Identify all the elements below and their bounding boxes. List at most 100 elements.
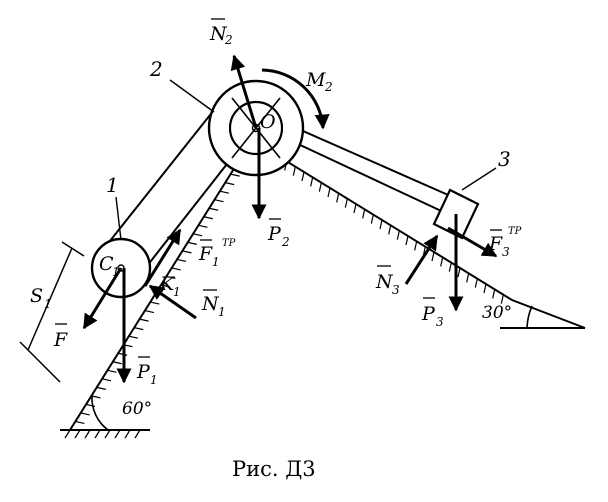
hatch-tick	[80, 412, 90, 416]
svg-text:1: 1	[150, 373, 158, 387]
angle-arc-30	[526, 305, 533, 329]
hatch-tick	[457, 267, 461, 278]
hatch-tick	[104, 429, 111, 439]
hatch-tick	[414, 241, 418, 251]
hatch-tick	[203, 216, 213, 220]
hatch-tick	[171, 267, 181, 271]
hatch-tick	[75, 420, 85, 425]
svg-text:M: M	[305, 69, 326, 91]
hatch-tick	[344, 198, 348, 208]
hatch-tick	[370, 214, 374, 224]
hatch-tick	[84, 429, 91, 439]
hatch-tick	[440, 257, 444, 267]
svg-text:F: F	[198, 243, 213, 265]
n2-vector	[230, 54, 258, 129]
hatch-tick	[96, 386, 106, 390]
hatch-tick	[301, 171, 305, 182]
svg-text:3: 3	[392, 283, 400, 297]
label-n2: N 2	[209, 18, 233, 47]
svg-text:2: 2	[224, 33, 233, 47]
s1-dimension	[19, 241, 85, 383]
label-f: F	[53, 323, 68, 351]
hatch-tick	[230, 173, 240, 177]
hatch-tick	[64, 429, 71, 439]
m2-arc	[261, 68, 330, 130]
label-f3tp: F 3 ТР	[488, 226, 522, 259]
hatch-tick	[209, 207, 219, 211]
point-k1-label: K	[159, 273, 176, 295]
svg-text:3: 3	[436, 315, 444, 329]
angle-30-label: 30°	[482, 303, 512, 323]
svg-text:P: P	[421, 303, 436, 325]
svg-text:P: P	[267, 223, 282, 245]
force-vectors	[82, 54, 498, 384]
hatch-tick	[483, 283, 487, 294]
hatch-tick	[362, 209, 366, 219]
label-m2: M 2	[305, 69, 333, 94]
hatch-tick	[219, 190, 230, 194]
point-o2-label: O	[260, 111, 276, 133]
f1tp-vector	[143, 228, 182, 287]
label-p1: P 1	[136, 356, 158, 387]
figure-caption: Рис. Д3	[232, 457, 316, 481]
hatch-tick	[101, 378, 112, 382]
hatch-tick	[139, 318, 149, 322]
hatch-tick	[388, 225, 392, 235]
hatch-tick	[500, 294, 504, 304]
hatch-tick	[91, 395, 101, 399]
svg-text:N: N	[375, 271, 394, 293]
body-3-label: 3	[498, 147, 511, 171]
hatch-tick	[225, 182, 235, 186]
label-f1tp: F 1 ТР	[198, 238, 236, 269]
hatch-tick	[124, 429, 131, 439]
hatch-tick	[336, 193, 340, 203]
svg-text:S: S	[30, 285, 43, 307]
f3tp-vector	[447, 226, 498, 258]
hatch-tick	[396, 230, 400, 240]
point-k1-sub: 1	[173, 285, 181, 299]
svg-text:1: 1	[218, 305, 226, 319]
hatch-tick	[176, 258, 187, 262]
hatch-tick	[134, 429, 141, 439]
hatch-tick	[192, 233, 203, 237]
svg-text:N: N	[201, 293, 220, 315]
svg-text:F: F	[53, 329, 68, 351]
hatch-tick	[431, 251, 435, 262]
point-c1-label: C	[99, 253, 114, 275]
point-c1-sub: 1	[112, 265, 120, 279]
hatch-tick	[466, 273, 470, 283]
body-2-label: 2	[149, 57, 163, 81]
hatch-tick	[327, 187, 331, 198]
label-n3: N 3	[375, 265, 400, 297]
hatch-tick	[128, 335, 139, 339]
hatch-tick	[144, 310, 155, 314]
hatch-tick	[94, 429, 101, 439]
hatch-tick	[112, 361, 122, 365]
svg-text:2: 2	[281, 235, 290, 249]
hatch-tick	[353, 203, 357, 214]
hatch-tick	[134, 327, 144, 331]
hatch-tick	[114, 429, 121, 439]
n3-vector	[404, 234, 439, 285]
svg-text:1: 1	[44, 297, 52, 311]
hatch-tick	[214, 199, 224, 203]
hatch-tick	[166, 275, 176, 280]
hatch-tick	[182, 250, 192, 254]
body-1-label: 1	[106, 173, 119, 197]
svg-text:P: P	[136, 361, 151, 383]
svg-text:2: 2	[324, 80, 333, 94]
hatch-tick	[107, 369, 117, 373]
label-s1: S 1	[30, 285, 52, 311]
svg-text:ТР: ТР	[222, 238, 236, 249]
n1-vector	[148, 284, 197, 320]
hatch-tick	[74, 429, 81, 439]
label-n1: N 1	[201, 289, 226, 319]
svg-text:3: 3	[502, 245, 510, 259]
hatch-tick	[187, 241, 197, 245]
hatch-tick	[405, 235, 409, 246]
angle-60-label: 60°	[122, 399, 152, 419]
label-p3: P 3	[421, 297, 444, 329]
hatch-tick	[448, 262, 452, 272]
svg-text:ТР: ТР	[508, 226, 522, 237]
angle-arc-60	[91, 395, 109, 431]
